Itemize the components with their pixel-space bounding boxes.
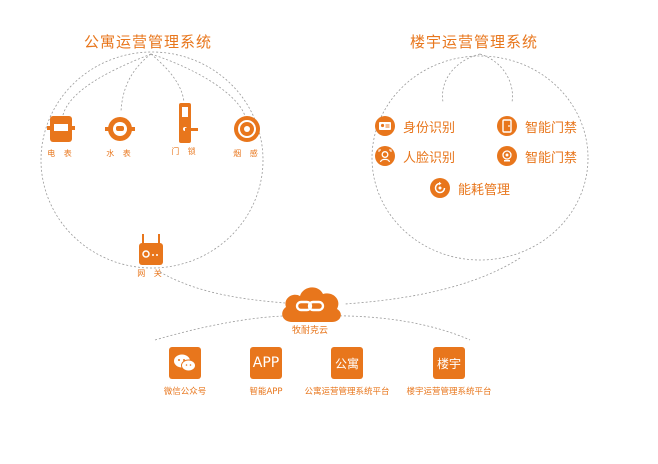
feature-id-recognition[interactable]: 身份识别 xyxy=(375,116,455,136)
electric-meter-icon xyxy=(47,116,75,142)
feature-label: 人脸识别 xyxy=(403,150,456,166)
door-lock-icon xyxy=(179,103,198,143)
cloud-link-icon xyxy=(282,287,341,322)
cloud-label: 牧耐克云 xyxy=(292,326,329,336)
apartment-branch xyxy=(62,53,152,116)
feature-label: 身份识别 xyxy=(403,120,456,136)
app-label: 智能APP xyxy=(249,387,283,397)
wechat-icon xyxy=(169,347,201,379)
device-label: 烟 感 xyxy=(233,149,261,158)
app-label: 楼宇运营管理系统平台 xyxy=(406,387,492,397)
apartment-system-title: 公寓运营管理系统 xyxy=(84,33,213,51)
apartment-branch xyxy=(150,53,246,117)
device-label: 水 表 xyxy=(106,149,134,158)
smart-door-icon xyxy=(497,116,517,136)
app-label: 微信公众号 xyxy=(163,387,207,397)
device-label: 电 表 xyxy=(47,149,75,158)
camera-access-icon xyxy=(497,146,517,166)
app-building-platform[interactable]: 楼宇 楼宇运营管理系统平台 xyxy=(392,347,506,397)
feature-smart-access[interactable]: 智能门禁 xyxy=(497,116,577,136)
building-branch xyxy=(442,53,481,103)
gateway-label: 网 关 xyxy=(137,269,165,278)
device-water-meter[interactable]: 水 表 xyxy=(103,114,137,159)
building-branch xyxy=(479,53,513,103)
app-apartment-platform[interactable]: 公寓 公寓运营管理系统平台 xyxy=(290,347,404,397)
id-card-icon xyxy=(375,116,395,136)
feature-label: 智能门禁 xyxy=(525,150,578,166)
face-recognition-icon xyxy=(375,146,395,166)
feature-camera-access[interactable]: 智能门禁 xyxy=(497,146,577,166)
feature-label: 能耗管理 xyxy=(458,182,511,198)
building-cloud-link xyxy=(344,257,521,305)
app-icon: APP xyxy=(250,347,282,379)
feature-label: 智能门禁 xyxy=(525,120,578,136)
app-wechat-official[interactable]: 微信公众号 xyxy=(155,347,215,397)
device-gateway[interactable]: 网 关 xyxy=(134,234,168,279)
gateway-icon xyxy=(139,234,163,265)
water-meter-icon xyxy=(105,117,135,141)
feature-energy-management[interactable]: 能耗管理 xyxy=(430,178,510,198)
app-label: 公寓运营管理系统平台 xyxy=(304,387,390,397)
device-door-lock[interactable]: 门 锁 xyxy=(168,102,202,157)
gateway-cloud-link xyxy=(159,271,286,304)
app-smart-app[interactable]: APP 智能APP xyxy=(236,347,296,397)
building-system-title: 楼宇运营管理系统 xyxy=(410,33,539,51)
apartment-branch xyxy=(120,53,152,113)
device-smoke-sensor[interactable]: 烟 感 xyxy=(230,114,264,159)
cloud-platform-link xyxy=(154,315,299,341)
smoke-sensor-icon xyxy=(234,116,260,142)
building-platform-icon: 楼宇 xyxy=(433,347,465,379)
device-label: 门 锁 xyxy=(171,147,199,156)
cloud-platform-link xyxy=(323,315,471,341)
apartment-branch xyxy=(150,53,185,103)
feature-face-recognition[interactable]: 人脸识别 xyxy=(375,146,455,166)
building-boundary xyxy=(371,55,589,261)
apartment-boundary xyxy=(40,51,264,269)
device-electric-meter[interactable]: 电 表 xyxy=(44,114,78,159)
apartment-platform-icon: 公寓 xyxy=(331,347,363,379)
energy-refresh-icon xyxy=(430,178,450,198)
